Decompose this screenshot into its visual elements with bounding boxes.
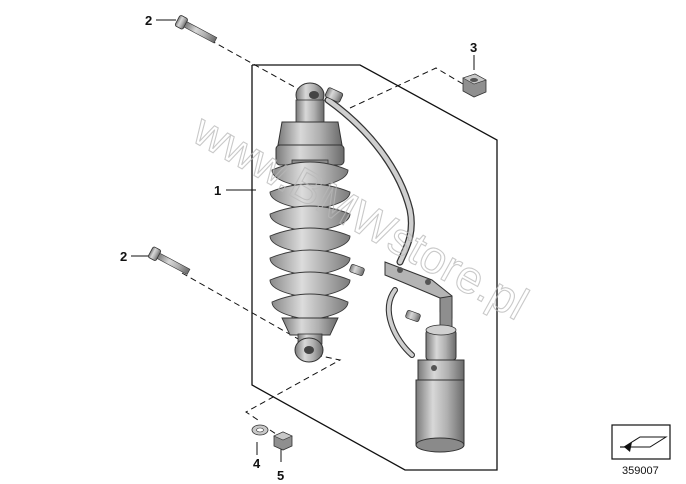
assembly-frame	[251, 64, 498, 471]
bolt-top	[174, 15, 218, 44]
watermark-text: www.BMWstore.pl	[184, 103, 536, 330]
washer-part-4	[251, 424, 269, 436]
callout-2-top: 2	[145, 13, 152, 28]
callout-5: 5	[277, 468, 284, 483]
hydraulic-hose	[324, 96, 415, 358]
spring-coils	[269, 161, 351, 321]
callout-3: 3	[470, 40, 477, 55]
arrow-box-icon	[620, 436, 668, 452]
callout-4: 4	[253, 456, 261, 471]
callout-2-bottom: 2	[120, 249, 127, 264]
nut-part-3	[462, 73, 487, 98]
bolt-bottom	[148, 246, 191, 275]
shock-absorber	[269, 82, 351, 363]
reference-number: 359007	[622, 465, 659, 477]
callout-leaders	[131, 19, 475, 462]
hose-fitting	[324, 87, 344, 103]
orientation-box	[611, 424, 671, 460]
callout-1: 1	[214, 183, 221, 198]
gas-reservoir	[415, 324, 465, 453]
nut-part-5	[273, 431, 293, 451]
